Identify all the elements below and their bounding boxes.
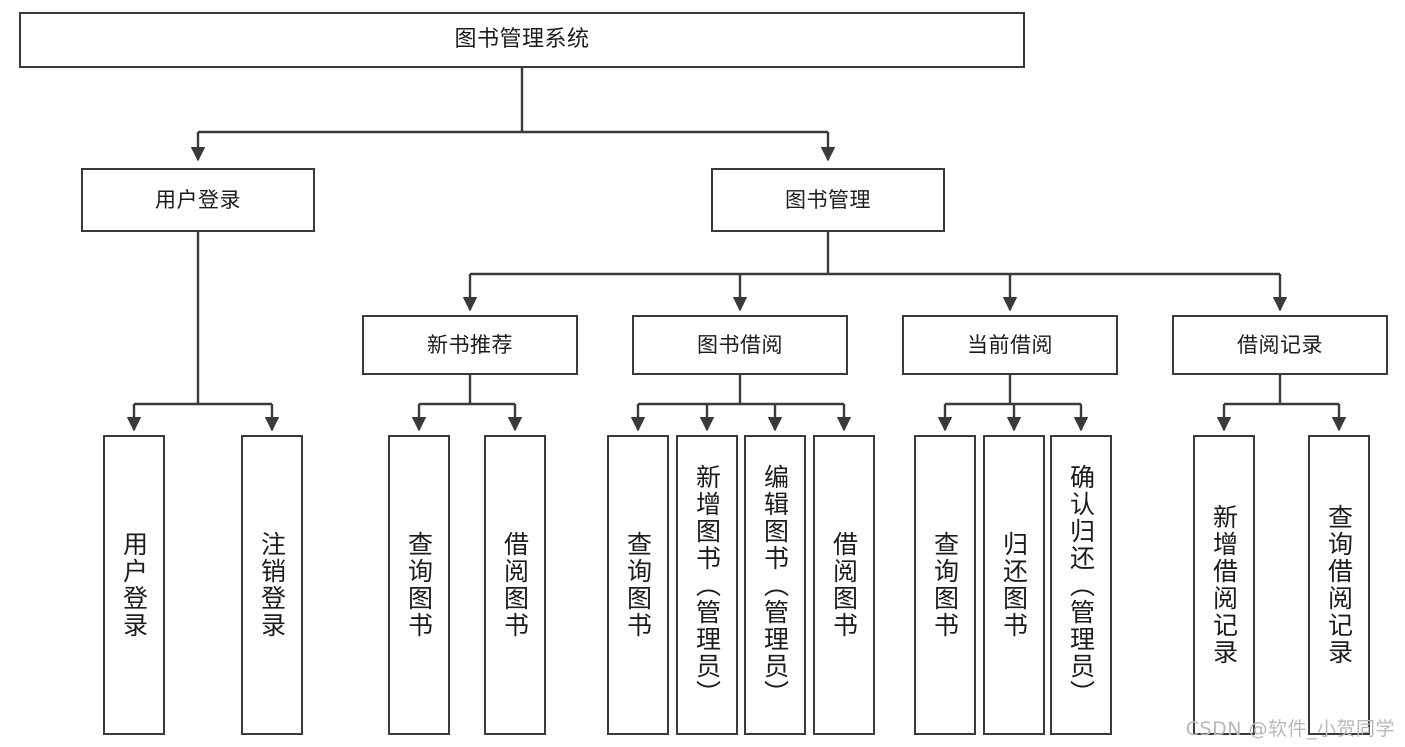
node-new-book-recommend[interactable]: 新书推荐 <box>362 315 578 375</box>
node-book-borrow[interactable]: 图书借阅 <box>632 315 848 375</box>
leaf-borrow-book-recommend[interactable]: 借阅图书 <box>484 435 546 735</box>
leaf-confirm-return-admin[interactable]: 确认归还（管理员） <box>1050 435 1112 735</box>
node-label: 确认归还（管理员） <box>1066 463 1096 707</box>
node-book-management[interactable]: 图书管理 <box>711 168 945 232</box>
node-label: 新增图书（管理员） <box>692 463 722 707</box>
csdn-watermark: CSDN @软件_小贺同学 <box>1185 718 1395 740</box>
node-label: 新增借阅记录 <box>1209 504 1239 666</box>
node-label: 用户登录 <box>155 187 241 212</box>
leaf-query-book-current[interactable]: 查询图书 <box>914 435 976 735</box>
leaf-return-book[interactable]: 归还图书 <box>983 435 1045 735</box>
leaf-logout-login[interactable]: 注销登录 <box>241 435 303 735</box>
leaf-query-borrow-record[interactable]: 查询借阅记录 <box>1308 435 1370 735</box>
node-label: 归还图书 <box>999 531 1029 639</box>
node-label: 借阅图书 <box>829 531 859 639</box>
node-current-borrow[interactable]: 当前借阅 <box>902 315 1118 375</box>
leaf-add-borrow-record[interactable]: 新增借阅记录 <box>1193 435 1255 735</box>
leaf-user-login[interactable]: 用户登录 <box>103 435 165 735</box>
node-label: 注销登录 <box>257 531 287 639</box>
node-label: 查询图书 <box>404 531 434 639</box>
node-borrow-record[interactable]: 借阅记录 <box>1172 315 1388 375</box>
node-user-login[interactable]: 用户登录 <box>81 168 315 232</box>
leaf-query-book-borrow[interactable]: 查询图书 <box>607 435 669 735</box>
leaf-borrow-book[interactable]: 借阅图书 <box>813 435 875 735</box>
node-label: 新书推荐 <box>427 332 513 357</box>
node-label: 借阅记录 <box>1237 332 1323 357</box>
leaf-add-book-admin[interactable]: 新增图书（管理员） <box>676 435 738 735</box>
leaf-query-book-recommend[interactable]: 查询图书 <box>388 435 450 735</box>
node-label: 编辑图书（管理员） <box>760 463 790 707</box>
node-label: 查询图书 <box>623 531 653 639</box>
node-label: 借阅图书 <box>500 531 530 639</box>
node-root-book-management-system[interactable]: 图书管理系统 <box>19 12 1025 68</box>
node-label: 图书管理 <box>785 187 871 212</box>
node-label: 查询图书 <box>930 531 960 639</box>
node-label: 图书借阅 <box>697 332 783 357</box>
node-label: 图书管理系统 <box>454 27 590 53</box>
leaf-edit-book-admin[interactable]: 编辑图书（管理员） <box>744 435 806 735</box>
node-label: 用户登录 <box>119 531 149 639</box>
node-label: 当前借阅 <box>967 332 1053 357</box>
node-label: 查询借阅记录 <box>1324 504 1354 666</box>
